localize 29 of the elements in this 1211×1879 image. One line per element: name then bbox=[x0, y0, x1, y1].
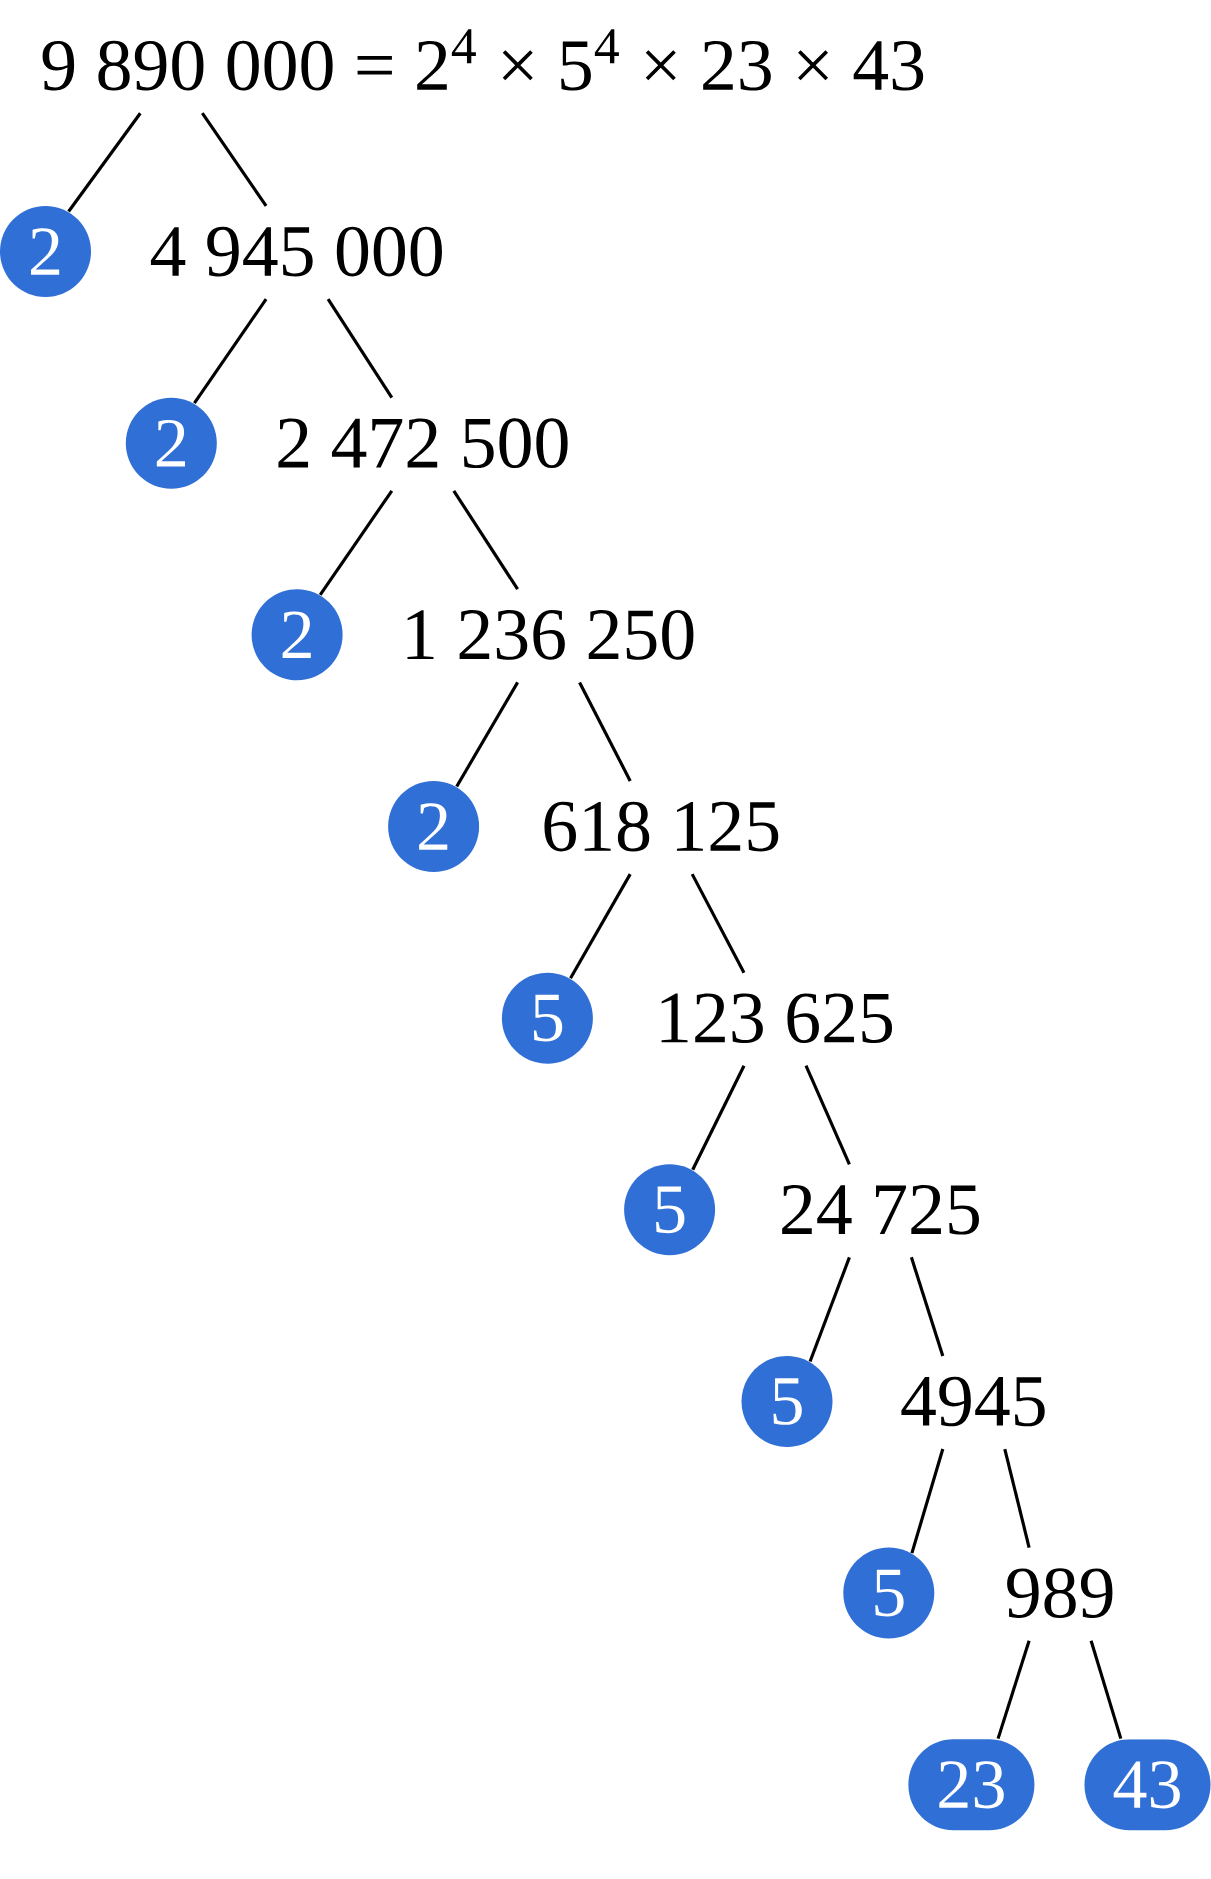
branch-line bbox=[318, 489, 394, 596]
branch-line bbox=[578, 681, 632, 782]
equation-text: 9 890 000 = 2$^{4}$ × 5$^{4}$ × 23 × 43 bbox=[42, 29, 924, 91]
prime-pill: 23 bbox=[908, 1739, 1035, 1831]
branch-line bbox=[201, 112, 268, 207]
number-text: 618 125 bbox=[544, 801, 779, 852]
number-text: 4945 bbox=[901, 1376, 1045, 1427]
branch-line bbox=[452, 489, 519, 591]
branch-line bbox=[569, 873, 632, 979]
branch-line bbox=[804, 1065, 851, 1165]
branch-line bbox=[1003, 1448, 1031, 1548]
branch-line bbox=[67, 112, 142, 213]
branch-line bbox=[193, 298, 268, 405]
branch-line bbox=[690, 873, 746, 974]
number-text: 1 236 250 bbox=[407, 609, 694, 660]
branch-line bbox=[910, 1448, 945, 1554]
branch-line bbox=[691, 1065, 746, 1171]
number-text: 4 945 000 bbox=[150, 226, 442, 277]
branch-line bbox=[1089, 1640, 1123, 1740]
number-text: 2 472 500 bbox=[278, 418, 568, 469]
prime-pill: 43 bbox=[1084, 1739, 1211, 1831]
branch-line bbox=[455, 681, 519, 788]
branch-line bbox=[996, 1640, 1031, 1740]
branch-line bbox=[909, 1256, 945, 1357]
number-text: 123 625 bbox=[661, 993, 893, 1043]
branch-line bbox=[808, 1256, 851, 1363]
number-text: 24 725 bbox=[782, 1185, 979, 1235]
branch-line bbox=[326, 298, 394, 399]
number-text: 989 bbox=[1007, 1568, 1113, 1618]
